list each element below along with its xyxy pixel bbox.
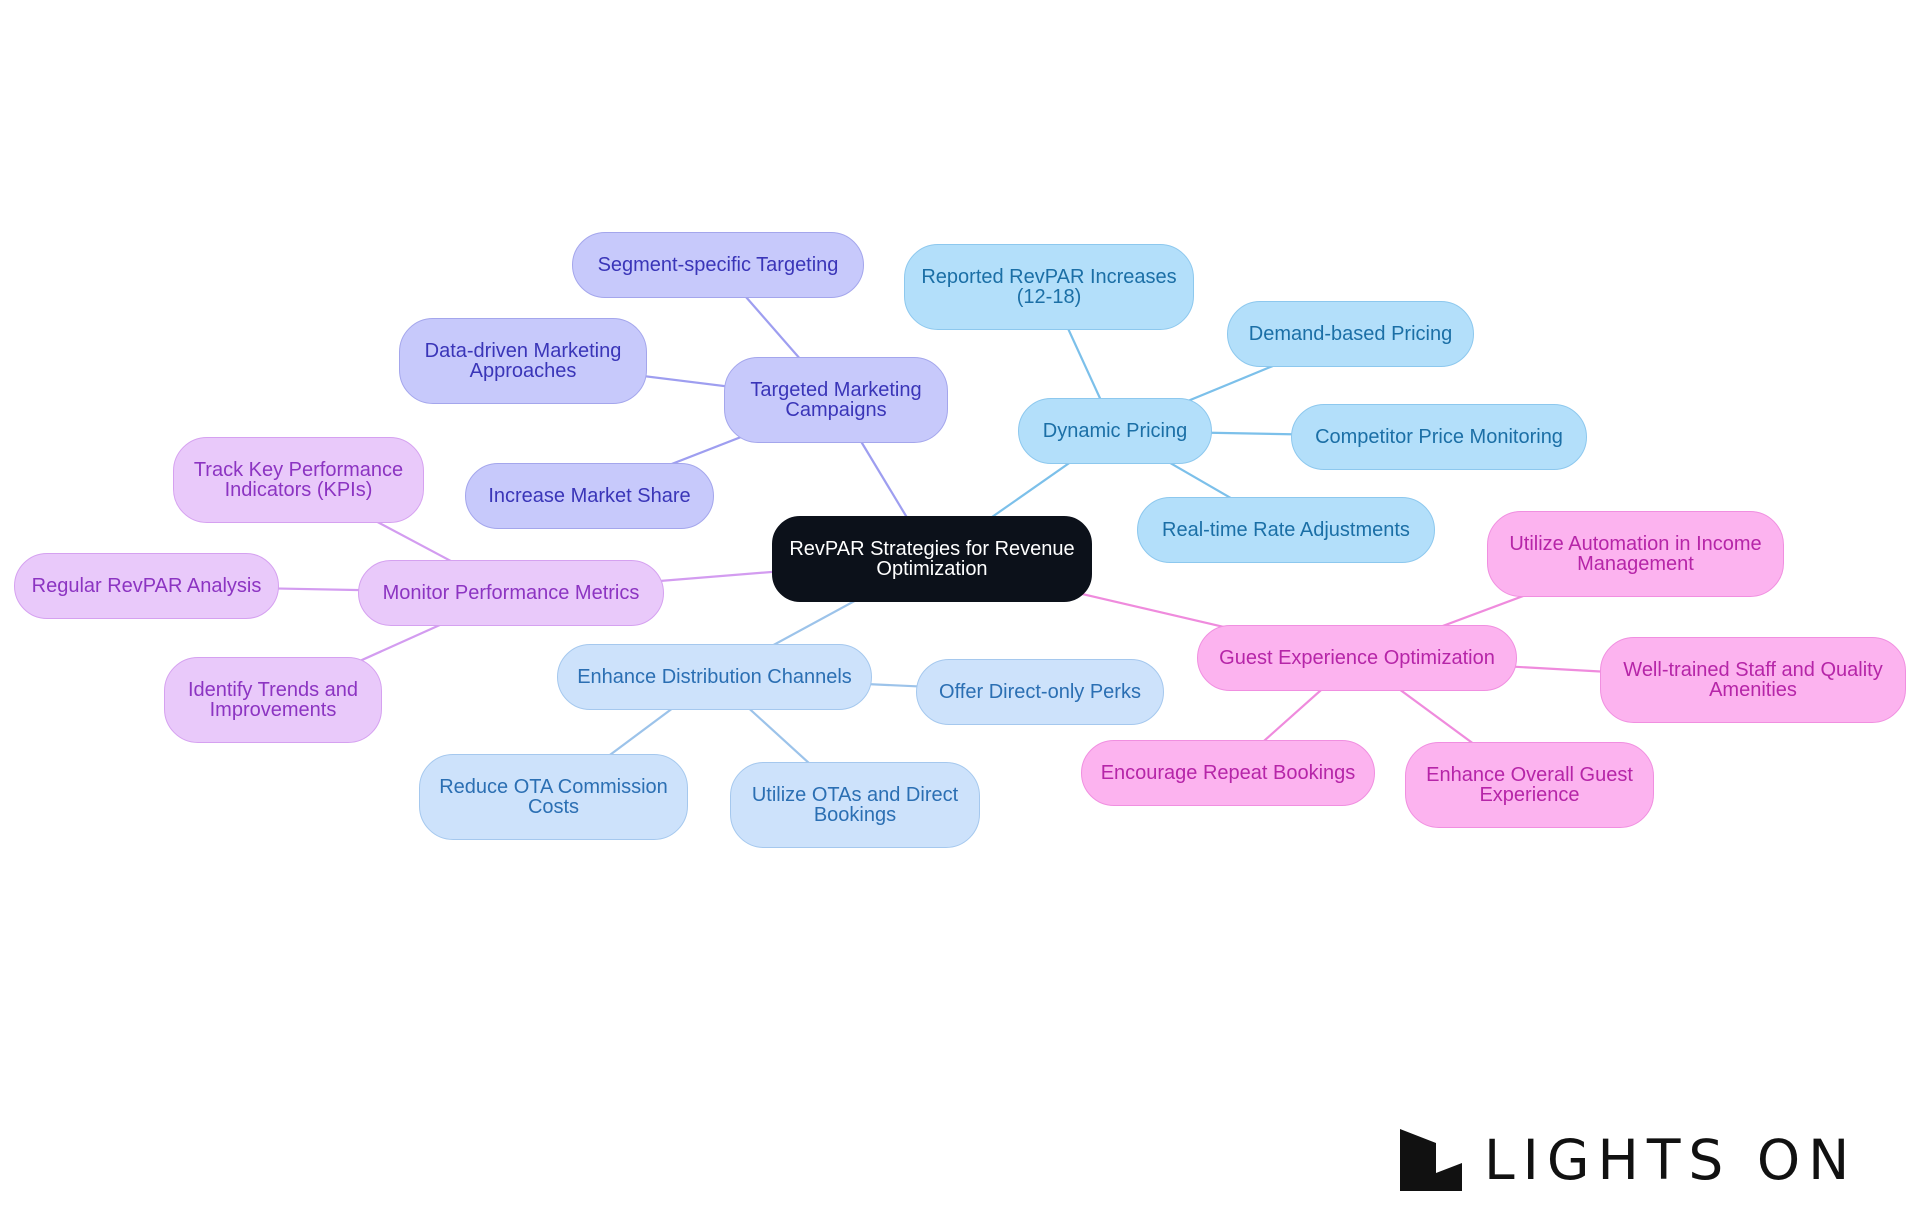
leaf-node-data-driven-marketing-label: Data-driven Marketing Approaches: [424, 340, 622, 382]
leaf-node-increase-market-share-label: Increase Market Share: [488, 485, 691, 507]
leaf-node-segment-targeting-label: Segment-specific Targeting: [597, 254, 839, 276]
leaf-node-automation-label: Utilize Automation in Income Management: [1509, 533, 1762, 575]
branch-node-guest-experience-label: Guest Experience Optimization: [1219, 647, 1495, 669]
leaf-node-revpar-increases-label: Reported RevPAR Increases (12-18): [921, 266, 1177, 308]
leaf-node-demand-pricing: Demand-based Pricing: [1227, 301, 1474, 367]
leaf-node-otas-direct: Utilize OTAs and Direct Bookings: [730, 762, 980, 848]
branch-node-guest-experience: Guest Experience Optimization: [1197, 625, 1517, 691]
root-node: RevPAR Strategies for Revenue Optimizati…: [772, 516, 1092, 602]
leaf-node-staff-amenities-label: Well-trained Staff and Quality Amenities: [1623, 659, 1883, 701]
leaf-node-reduce-ota: Reduce OTA Commission Costs: [419, 754, 688, 840]
branch-node-targeted-marketing-label: Targeted Marketing Campaigns: [750, 379, 922, 421]
brand-logo: LIGHTS ON: [1400, 1128, 1849, 1192]
leaf-node-track-kpis-label: Track Key Performance Indicators (KPIs): [193, 459, 404, 501]
leaf-node-overall-experience: Enhance Overall Guest Experience: [1405, 742, 1654, 828]
leaf-node-revpar-increases: Reported RevPAR Increases (12-18): [904, 244, 1194, 330]
leaf-node-direct-perks: Offer Direct-only Perks: [916, 659, 1164, 725]
leaf-node-overall-experience-label: Enhance Overall Guest Experience: [1426, 764, 1633, 806]
leaf-node-direct-perks-label: Offer Direct-only Perks: [939, 681, 1141, 703]
leaf-node-segment-targeting: Segment-specific Targeting: [572, 232, 864, 298]
leaf-node-competitor-monitoring-label: Competitor Price Monitoring: [1315, 426, 1563, 448]
leaf-node-competitor-monitoring: Competitor Price Monitoring: [1291, 404, 1587, 470]
leaf-node-realtime-rates-label: Real-time Rate Adjustments: [1162, 519, 1410, 541]
branch-node-targeted-marketing: Targeted Marketing Campaigns: [724, 357, 948, 443]
leaf-node-demand-pricing-label: Demand-based Pricing: [1248, 323, 1453, 345]
lights-on-logo-icon: [1400, 1129, 1462, 1191]
leaf-node-repeat-bookings-label: Encourage Repeat Bookings: [1100, 762, 1356, 784]
branch-node-dynamic-pricing: Dynamic Pricing: [1018, 398, 1212, 464]
branch-node-distribution-channels-label: Enhance Distribution Channels: [577, 666, 852, 688]
leaf-node-track-kpis: Track Key Performance Indicators (KPIs): [173, 437, 424, 523]
leaf-node-otas-direct-label: Utilize OTAs and Direct Bookings: [751, 784, 959, 826]
leaf-node-data-driven-marketing: Data-driven Marketing Approaches: [399, 318, 647, 404]
branch-node-distribution-channels: Enhance Distribution Channels: [557, 644, 872, 710]
root-node-label: RevPAR Strategies for Revenue Optimizati…: [789, 538, 1075, 580]
leaf-node-staff-amenities: Well-trained Staff and Quality Amenities: [1600, 637, 1906, 723]
leaf-node-automation: Utilize Automation in Income Management: [1487, 511, 1784, 597]
branch-node-monitor-metrics: Monitor Performance Metrics: [358, 560, 664, 626]
leaf-node-identify-trends: Identify Trends and Improvements: [164, 657, 382, 743]
leaf-node-identify-trends-label: Identify Trends and Improvements: [187, 679, 359, 721]
leaf-node-reduce-ota-label: Reduce OTA Commission Costs: [439, 776, 668, 818]
leaf-node-repeat-bookings: Encourage Repeat Bookings: [1081, 740, 1375, 806]
leaf-node-realtime-rates: Real-time Rate Adjustments: [1137, 497, 1435, 563]
leaf-node-increase-market-share: Increase Market Share: [465, 463, 714, 529]
leaf-node-revpar-analysis: Regular RevPAR Analysis: [14, 553, 279, 619]
branch-node-monitor-metrics-label: Monitor Performance Metrics: [382, 582, 640, 604]
brand-name: LIGHTS ON: [1484, 1128, 1858, 1192]
branch-node-dynamic-pricing-label: Dynamic Pricing: [1042, 420, 1188, 442]
leaf-node-revpar-analysis-label: Regular RevPAR Analysis: [31, 575, 262, 597]
